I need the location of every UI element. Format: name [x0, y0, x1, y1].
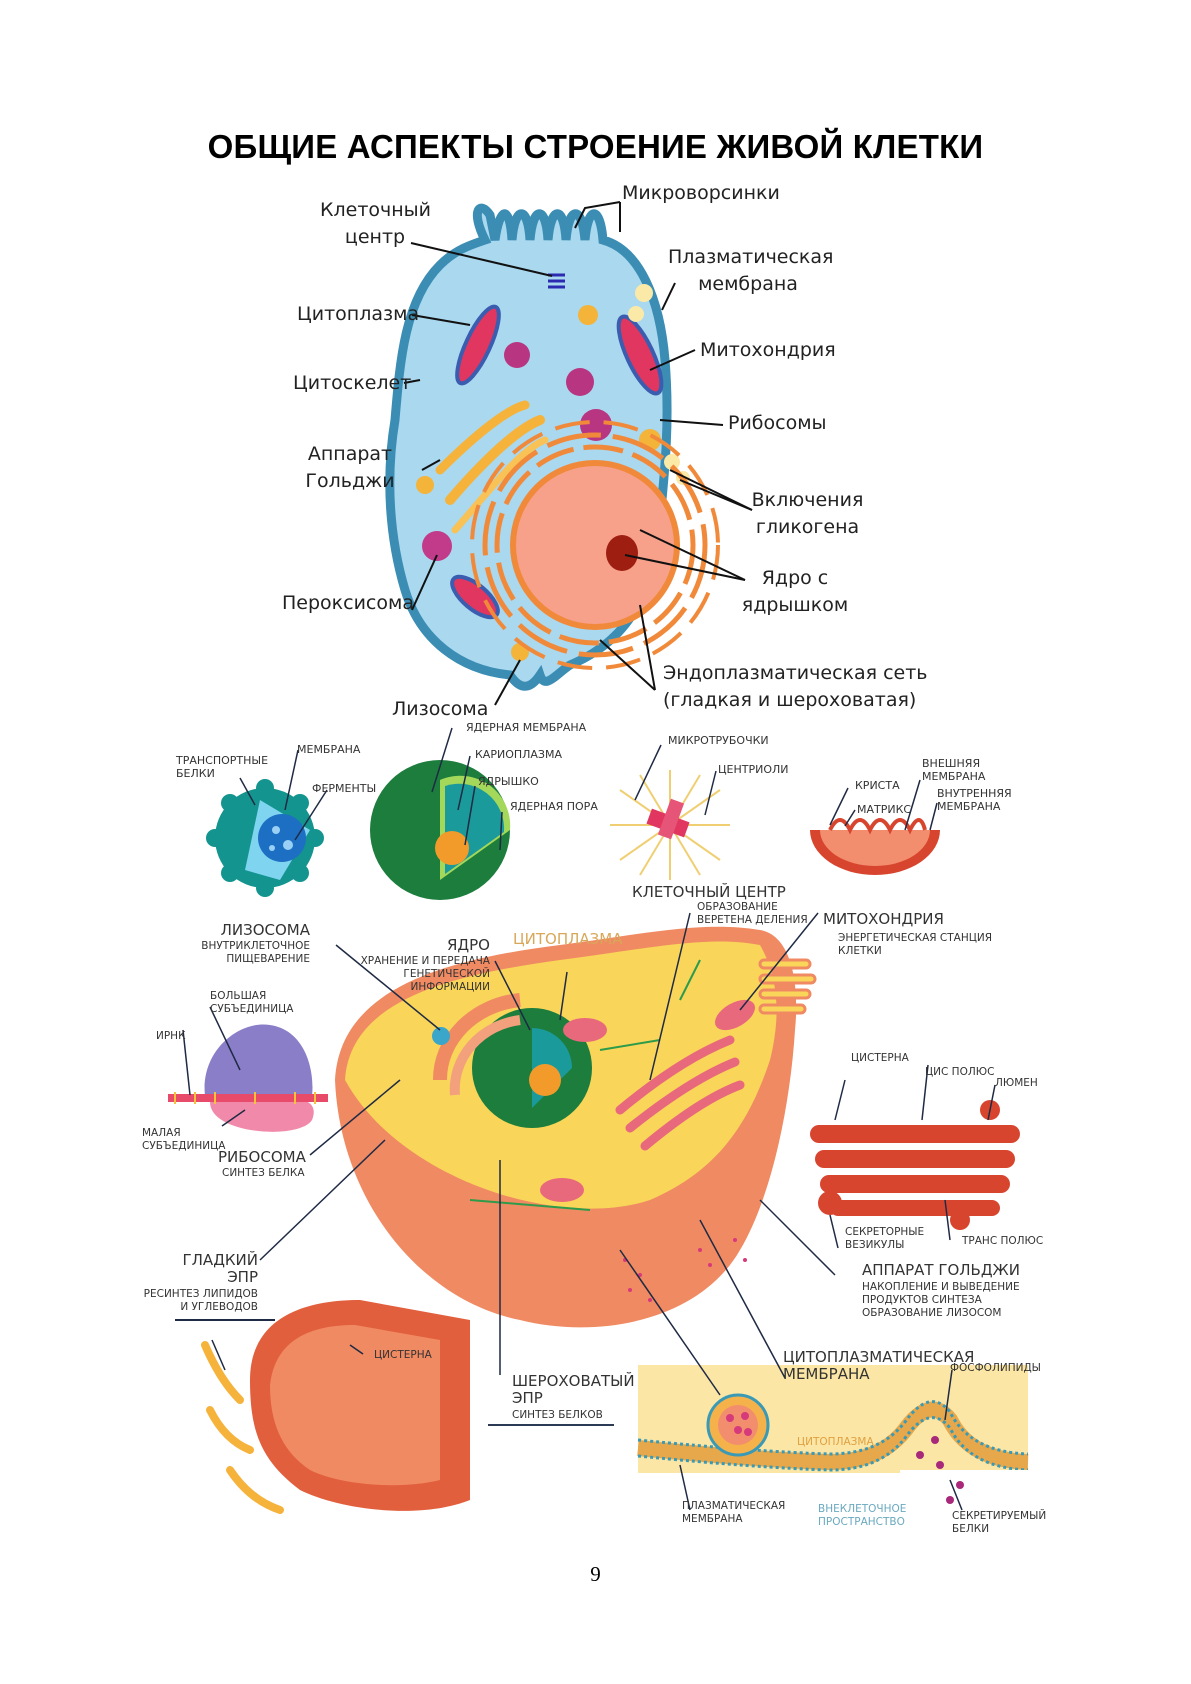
label-lysosome-membrane: МЕМБРАНА: [297, 743, 361, 756]
label-golgi-cisterna: ЦИСТЕРНА: [851, 1052, 909, 1064]
label-peroxisome: Пероксисома: [282, 592, 414, 614]
label-plasma-membrane: Плазматическая мембрана: [668, 246, 834, 295]
nucleus-desc: ХРАНЕНИЕ И ПЕРЕДАЧА ГЕНЕТИЧЕСКОЙ ИНФОРМА…: [360, 955, 490, 993]
page-title: ОБЩИЕ АСПЕКТЫ СТРОЕНИЕ ЖИВОЙ КЛЕТКИ: [207, 128, 984, 165]
smooth-er-desc: РЕСИНТЕЗ ЛИПИДОВ И УГЛЕВОДОВ: [143, 1288, 258, 1313]
label-ribosomes: Рибосомы: [728, 412, 827, 434]
label-secretory-vesicles: СЕКРЕТОРНЫЕ ВЕЗИКУЛЫ: [845, 1226, 925, 1251]
peroxisome: [422, 531, 452, 561]
cell-center-desc: ОБРАЗОВАНИЕ ВЕРЕТЕНА ДЕЛЕНИЯ: [697, 901, 808, 926]
label-mitochondria: Митохондрия: [700, 339, 836, 361]
label-matrix: МАТРИКС: [857, 803, 912, 816]
smooth-er-illustration: [201, 1300, 470, 1514]
ribosome-title: РИБОСОМА: [218, 1148, 306, 1166]
label-cytoskeleton: Цитоскелет: [293, 372, 412, 394]
page-number: 9: [590, 1562, 601, 1586]
label-small-subunit: МАЛАЯ СУБЪЕДИНИЦА: [142, 1127, 226, 1152]
cytoplasm-title: ЦИТОПЛАЗМА: [513, 930, 623, 948]
label-mrna: иРНК: [156, 1030, 186, 1042]
nucleus-illustration: [370, 760, 511, 900]
animal-cell: [385, 201, 753, 706]
label-membrane-cytoplasm: ЦИТОПЛАЗМА: [797, 1436, 874, 1448]
label-nuclear-pore: ЯДЕРНАЯ ПОРА: [510, 800, 598, 813]
label-extracellular-space: ВНЕКЛЕТОЧНОЕ ПРОСТРАНСТВО: [818, 1503, 907, 1528]
label-plasma-membrane-small: ПЛАЗМАТИЧЕСКАЯ МЕМБРАНА: [682, 1500, 786, 1525]
membrane-illustration: [637, 1365, 1029, 1510]
lysosome-desc: ВНУТРИКЛЕТОЧНОЕ ПИЩЕВАРЕНИЕ: [201, 940, 310, 965]
mitochondria-desc: ЭНЕРГЕТИЧЕСКАЯ СТАНЦИЯ КЛЕТКИ: [838, 932, 993, 957]
label-karyoplasm: КАРИОПЛАЗМА: [475, 748, 562, 761]
golgi-apparatus: [435, 400, 530, 475]
mitochondrion: [455, 304, 501, 386]
nucleus-title: ЯДРО: [447, 936, 490, 954]
label-phospholipids: ФОСФОЛИПИДЫ: [950, 1362, 1041, 1374]
label-transport-proteins: ТРАНСПОРТНЫЕ БЕЛКИ: [176, 754, 269, 780]
smooth-er-title: ГЛАДКИЙ ЭПР: [182, 1251, 259, 1286]
rough-er-desc: СИНТЕЗ БЕЛКОВ: [488, 1409, 614, 1426]
endoplasmic-reticulum: [470, 420, 720, 670]
label-enzymes: ФЕРМЕНТЫ: [312, 782, 377, 795]
label-microvilli: Микроворсинки: [622, 182, 780, 204]
label-trans-pole: ТРАНС ПОЛЮС: [962, 1235, 1044, 1247]
label-glycogen: Включения гликогена: [751, 489, 864, 538]
label-nucleus-nucleolus: Ядро с ядрышком: [741, 567, 849, 616]
cytoplasmic-membrane-title: ЦИТОПЛАЗМАТИЧЕСКАЯ МЕМБРАНА: [783, 1348, 975, 1383]
label-nuclear-membrane: ЯДЕРНАЯ МЕМБРАНА: [466, 721, 587, 734]
label-outer-membrane: ВНЕШНЯЯ МЕМБРАНА: [922, 757, 986, 783]
golgi-desc: НАКОПЛЕНИЕ И ВЫВЕДЕНИЕ ПРОДУКТОВ СИНТЕЗА…: [862, 1281, 1020, 1319]
rough-er-title: ШЕРОХОВАТЫЙ ЭПР: [512, 1372, 635, 1407]
label-endoplasmic-reticulum: Эндоплазматическая сеть (гладкая и шерох…: [663, 662, 928, 711]
label-inner-membrane: ВНУТРЕННЯЯ МЕМБРАНА: [937, 787, 1012, 813]
mitochondria-illustration: [810, 818, 940, 875]
nucleus: [510, 460, 680, 630]
label-secreted-proteins: СЕКРЕТИРУЕМЫЙ БЕЛКИ: [952, 1510, 1047, 1535]
label-cell-center: Клеточный центр: [320, 199, 432, 248]
lysosome-illustration: [206, 779, 324, 897]
label-crista: КРИСТА: [855, 779, 900, 792]
label-smooth-er-cisterna: ЦИСТЕРНА: [374, 1349, 432, 1361]
cell-center-title: КЛЕТОЧНЫЙ ЦЕНТР: [632, 883, 786, 901]
cell-center-illustration: [610, 770, 730, 880]
golgi-illustration: [810, 1100, 1020, 1230]
mitochondria-title: МИТОХОНДРИЯ: [823, 910, 944, 928]
label-centrioles: ЦЕНТРИОЛИ: [718, 763, 789, 776]
label-large-subunit: БОЛЬШАЯ СУБЪЕДИНИЦА: [210, 990, 294, 1015]
label-cis-pole: ЦИС ПОЛЮС: [925, 1066, 995, 1078]
label-nucleolus: ЯДРЫШКО: [478, 775, 539, 788]
ribosome-illustration: [168, 1024, 328, 1132]
label-lysosome: Лизосома: [392, 698, 489, 720]
lysosome-title: ЛИЗОСОМА: [220, 921, 310, 939]
label-microtubules: МИКРОТРУБОЧКИ: [668, 734, 769, 747]
ribosome-desc: СИНТЕЗ БЕЛКА: [222, 1167, 305, 1179]
label-golgi: Аппарат Гольджи: [305, 443, 395, 492]
cell-3d-illustration: [335, 926, 817, 1328]
label-lumen: ЛЮМЕН: [995, 1077, 1038, 1089]
label-cytoplasm: Цитоплазма: [297, 303, 420, 325]
golgi-title: АППАРАТ ГОЛЬДЖИ: [862, 1261, 1020, 1279]
nucleolus: [606, 535, 638, 571]
leader-lines: [182, 727, 996, 1511]
